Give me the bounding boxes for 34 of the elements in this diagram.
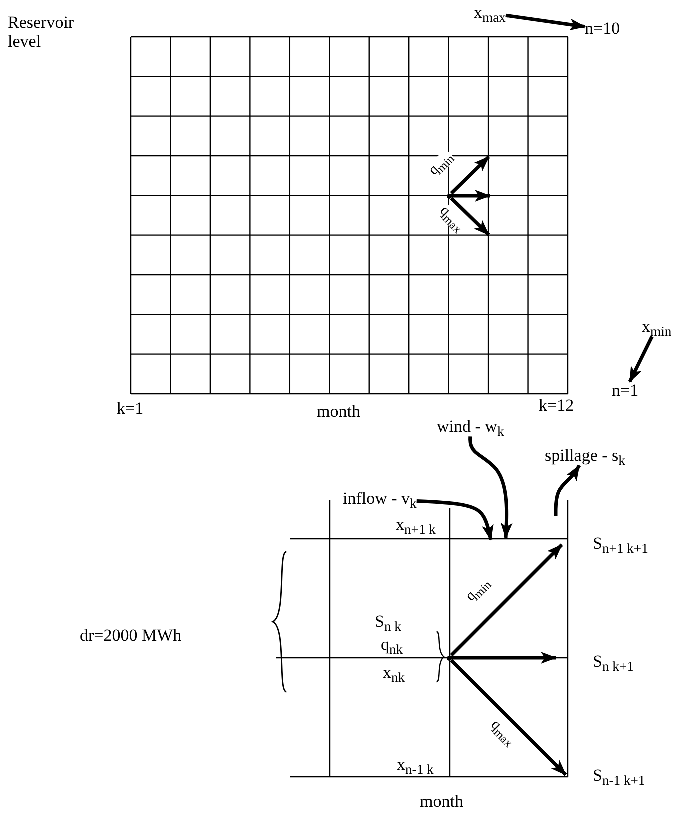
arrow bbox=[554, 464, 582, 516]
level-label: n=10 bbox=[585, 20, 620, 39]
arrow bbox=[628, 336, 654, 383]
variable-label: x$_{n-1 k}$ bbox=[397, 756, 434, 775]
state-label: S$_{n k+1}$ bbox=[593, 653, 634, 672]
arrow bbox=[450, 544, 564, 657]
axis-title: month bbox=[420, 793, 464, 812]
state-label: S$_{n k}$ bbox=[375, 613, 402, 632]
arrow bbox=[450, 156, 490, 195]
arrow bbox=[450, 659, 568, 776]
variable-label: x$_{nk}$ bbox=[383, 664, 406, 683]
flow-label: inflow - v$_{k}$ bbox=[343, 490, 417, 509]
level-label: n=1 bbox=[612, 382, 639, 401]
state-label: S$_{n-1 k+1}$ bbox=[593, 767, 646, 786]
variable-label: x$_{min}$ bbox=[642, 318, 672, 337]
arrow bbox=[468, 436, 513, 539]
state-label: S$_{n+1 k+1}$ bbox=[593, 535, 648, 554]
variable-label: q$_{nk}$ bbox=[381, 636, 404, 655]
month-label: k=1 bbox=[117, 400, 144, 419]
arrow bbox=[452, 652, 557, 664]
arrow bbox=[506, 14, 586, 31]
dimension-label: dr=2000 MWh bbox=[80, 627, 182, 646]
flow-label: spillage - s$_{k}$ bbox=[545, 447, 626, 466]
arrow bbox=[416, 499, 494, 541]
arrow bbox=[452, 190, 491, 202]
grid-point bbox=[446, 656, 452, 660]
axis-title: month bbox=[317, 403, 360, 422]
month-label: k=12 bbox=[539, 397, 574, 416]
grid-point bbox=[446, 194, 452, 198]
variable-label: x$_{max}$ bbox=[474, 4, 506, 23]
arrow bbox=[450, 197, 490, 236]
flow-label: wind - w$_{k}$ bbox=[437, 418, 504, 437]
variable-label: x$_{n+1 k}$ bbox=[396, 516, 436, 535]
axis-title: Reservoir level bbox=[8, 14, 76, 52]
